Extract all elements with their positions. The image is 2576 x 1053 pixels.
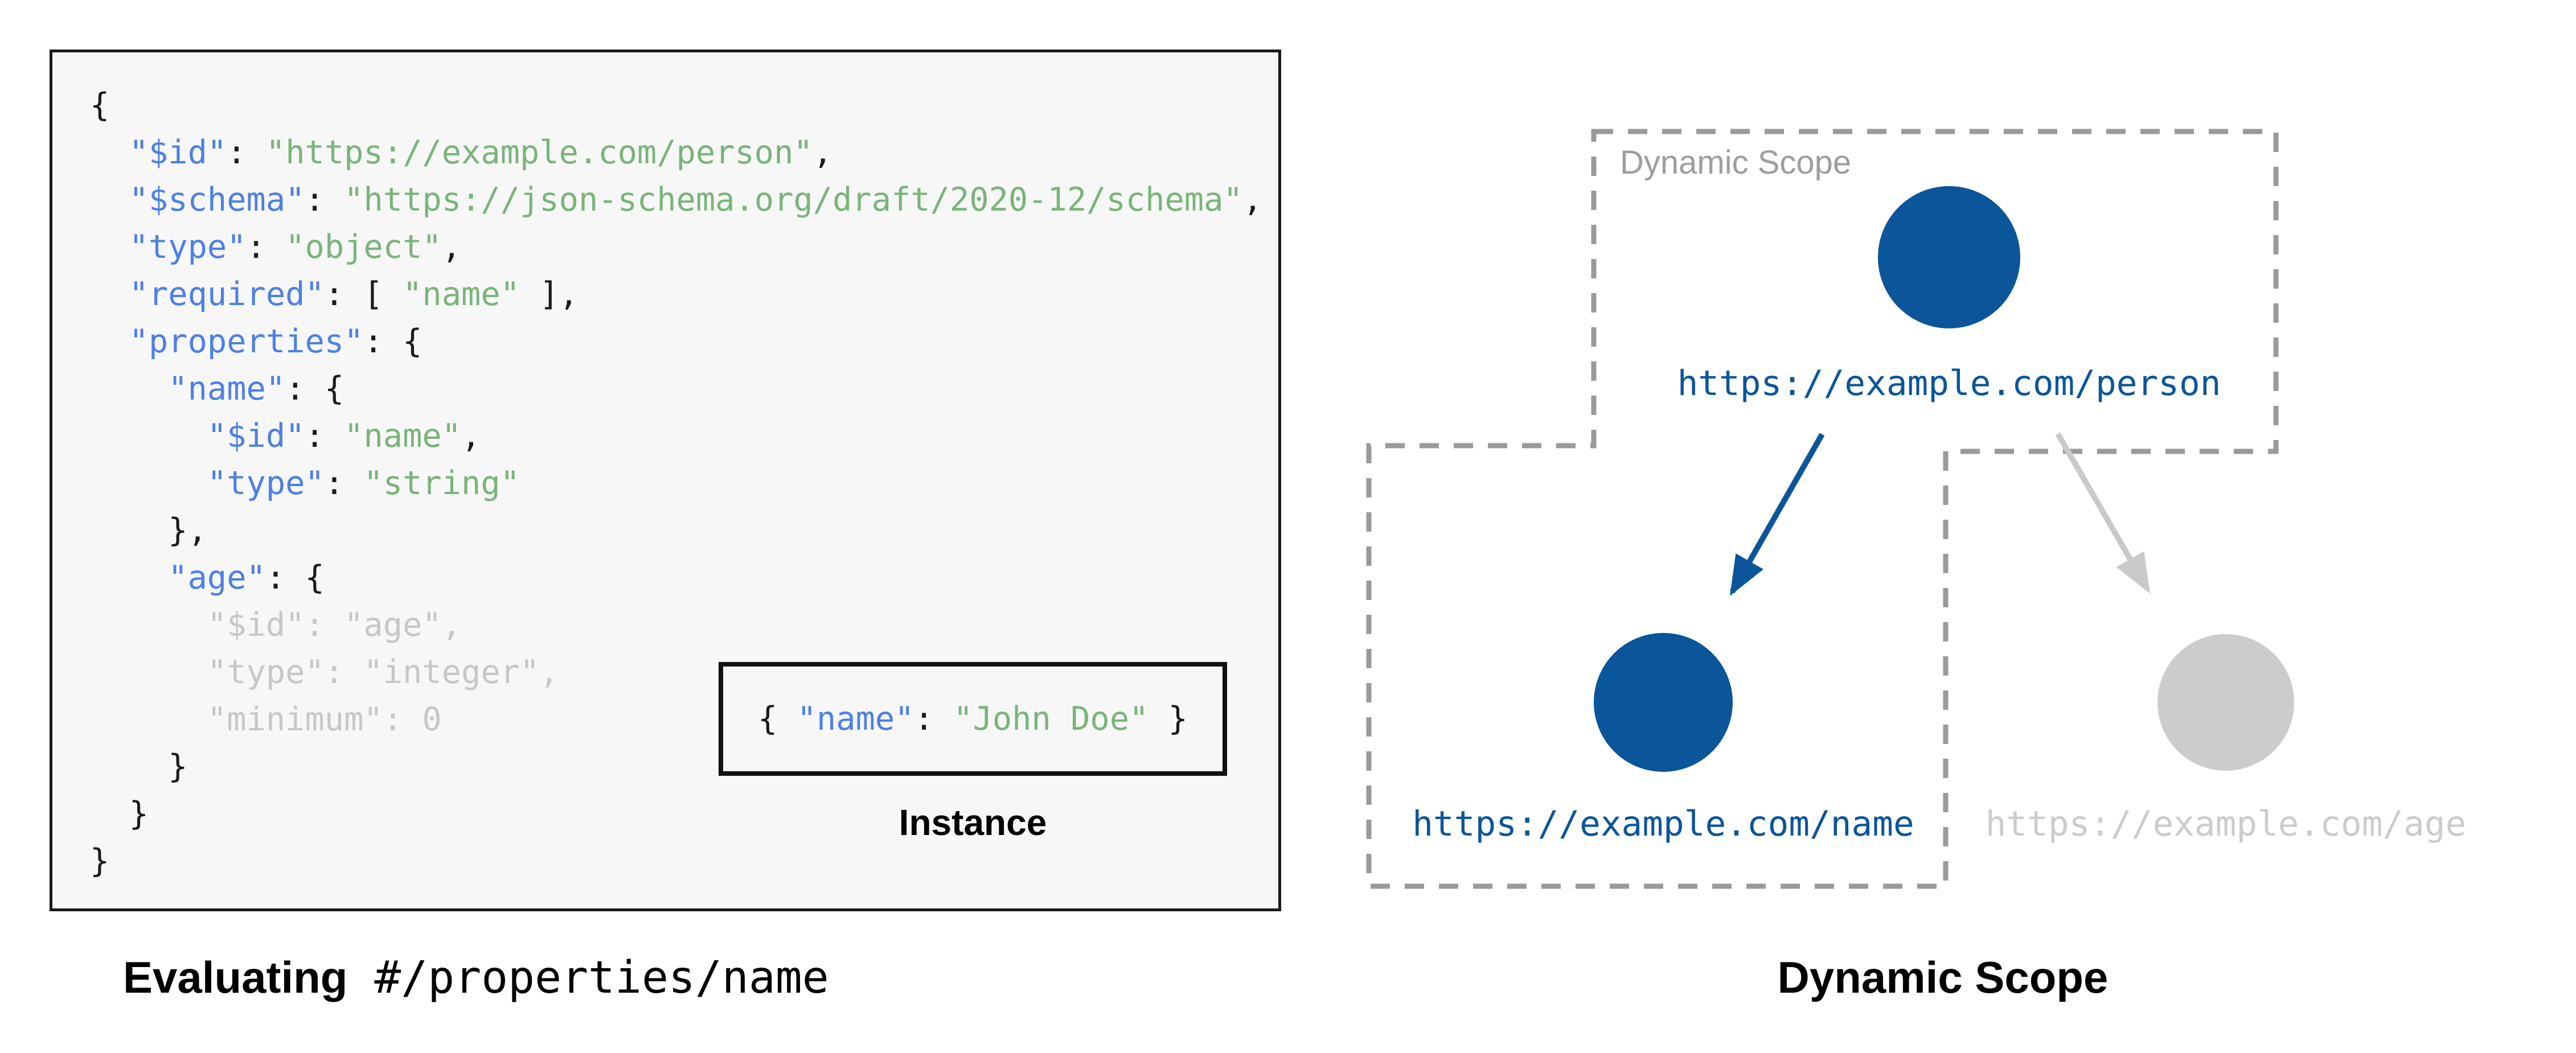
- instance-box: { "name": "John Doe" }: [719, 662, 1227, 776]
- schema-code-panel: { "$id": "https://example.com/person", "…: [50, 50, 1281, 911]
- dynamic-scope-boundary: [1366, 129, 2279, 889]
- caption-evaluating-pointer: #/properties/name: [347, 952, 829, 1003]
- code-line: }: [90, 795, 149, 833]
- caption-evaluating-bold: Evaluating: [123, 952, 348, 1002]
- code-line: }: [90, 842, 110, 880]
- node-age: [2157, 634, 2294, 771]
- code-line: "$id": "name",: [207, 417, 481, 455]
- code-line: "age": {: [168, 559, 325, 597]
- code-line: "$id": "age",: [90, 606, 462, 644]
- code-line: "type": "integer",: [90, 653, 559, 691]
- schema-json-code: { "$id": "https://example.com/person", "…: [90, 82, 1262, 885]
- code-line: "type": "object",: [129, 228, 462, 266]
- node-age-url: https://example.com/age: [1985, 804, 2467, 844]
- edge-person-to-name: [1729, 433, 1825, 596]
- code-line: }: [90, 748, 188, 785]
- code-line: "type": "string": [207, 464, 520, 502]
- caption-evaluating: Evaluating #/properties/name: [123, 952, 829, 1003]
- code-line: "name": {: [168, 370, 344, 408]
- dynamic-scope-region-label: Dynamic Scope: [1620, 144, 1852, 181]
- code-line: "required": [ "name" ],: [129, 275, 579, 313]
- code-line: "$id": "https://example.com/person",: [129, 134, 833, 171]
- instance-json-code: { "name": "John Doe" }: [758, 700, 1188, 738]
- code-line: },: [90, 512, 207, 549]
- instance-label: Instance: [899, 802, 1047, 843]
- node-person: [1878, 186, 2020, 328]
- code-line: "properties": {: [129, 323, 423, 360]
- node-person-url: https://example.com/person: [1677, 363, 2221, 404]
- node-name: [1594, 633, 1733, 772]
- caption-dynamic-scope: Dynamic Scope: [1777, 952, 2109, 1002]
- edge-person-to-age: [2055, 432, 2151, 594]
- code-line: "$schema": "https://json-schema.org/draf…: [129, 181, 1263, 219]
- code-line: "minimum": 0: [90, 701, 442, 738]
- node-name-url: https://example.com/name: [1412, 804, 1914, 844]
- code-line: {: [90, 87, 110, 124]
